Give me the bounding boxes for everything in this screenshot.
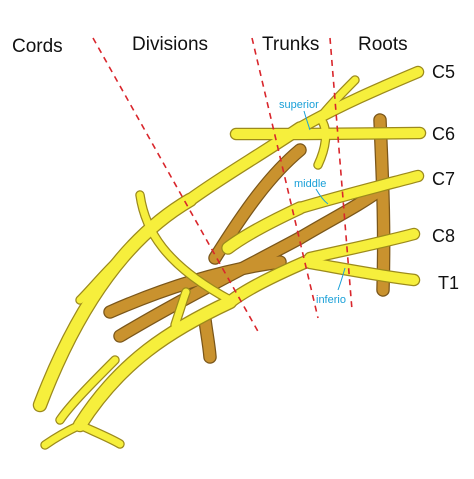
branch-c6-twist — [314, 114, 330, 169]
branch-lower-2 — [76, 421, 124, 448]
root-c8 — [305, 229, 419, 263]
root-c5 — [295, 67, 423, 133]
root-label-c5: C5 — [432, 62, 455, 82]
trunk-label-middle: middle — [294, 178, 326, 190]
medial-cord — [74, 296, 236, 431]
branch-lower-1 — [41, 421, 84, 449]
middle-leader-line — [315, 188, 329, 205]
trunk-labels: superior middle inferio — [279, 99, 346, 306]
section-dividers — [92, 37, 353, 336]
root-label-t1: T1 — [438, 273, 459, 293]
branch-upper — [76, 241, 139, 304]
posterior-branch — [104, 256, 286, 318]
posterior-cord — [114, 232, 306, 342]
root-label-c8: C8 — [432, 226, 455, 246]
inferior-leader-line — [337, 267, 346, 291]
superior-leader-line — [303, 110, 311, 131]
header-roots: Roots — [358, 34, 408, 55]
root-c6 — [231, 128, 425, 139]
trunk-label-superior: superior — [279, 99, 319, 111]
branch-c5-extra — [316, 76, 359, 122]
divider-trunks-roots — [329, 37, 353, 311]
lateral-cord — [34, 194, 196, 411]
anterior-nerves — [32, 65, 427, 450]
superior-trunk — [184, 122, 306, 206]
header-trunks: Trunks — [262, 34, 319, 55]
root-t1 — [305, 258, 419, 285]
trunk-label-inferior: inferio — [316, 294, 346, 306]
root-labels: C5 C6 C7 C8 T1 — [432, 62, 459, 293]
root-label-c7: C7 — [432, 169, 455, 189]
divider-cords-divisions — [92, 37, 261, 336]
posterior-division-a — [294, 184, 386, 244]
root-label-c6: C6 — [432, 124, 455, 144]
posterior-spine — [374, 114, 390, 296]
branch-loop — [136, 191, 234, 304]
inferior-trunk — [224, 254, 316, 308]
divider-divisions-trunks — [251, 37, 319, 319]
root-c7 — [295, 171, 423, 213]
posterior-drop — [199, 314, 216, 363]
branch-short — [171, 288, 190, 329]
header-cords: Cords — [12, 36, 63, 57]
branch-mid — [56, 356, 119, 424]
header-divisions: Divisions — [132, 34, 208, 55]
middle-trunk — [222, 202, 306, 254]
